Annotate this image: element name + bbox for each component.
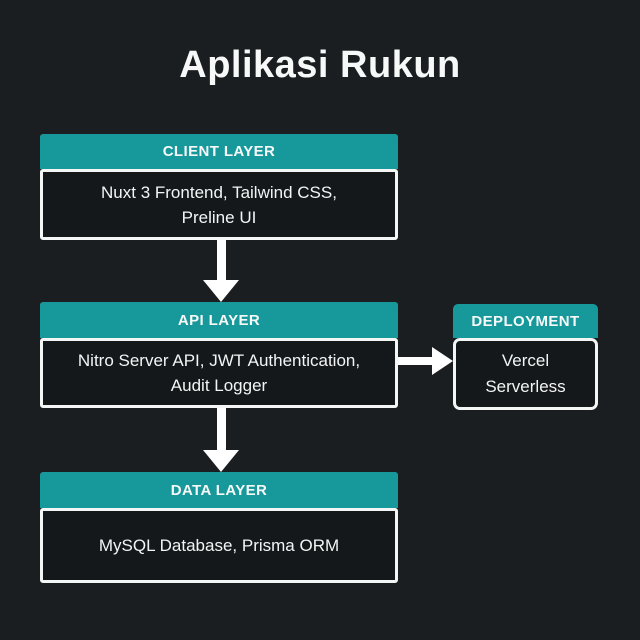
arrow-client-to-api-shaft: [217, 240, 226, 281]
data-layer-block: DATA LAYER MySQL Database, Prisma ORM: [40, 472, 398, 583]
api-layer-body-line-2: Audit Logger: [170, 376, 268, 395]
arrow-down-icon: [203, 450, 239, 472]
data-layer-body: MySQL Database, Prisma ORM: [40, 508, 398, 583]
api-layer-body-line-1: Nitro Server API, JWT Authentication,: [77, 351, 361, 370]
arrow-api-to-data-shaft: [217, 408, 226, 451]
deployment-body: Vercel Serverless: [453, 338, 598, 410]
deployment-header: DEPLOYMENT: [453, 304, 598, 338]
api-layer-block: API LAYER Nitro Server API, JWT Authenti…: [40, 302, 398, 408]
deployment-body-line-2: Serverless: [485, 377, 566, 396]
client-layer-header: CLIENT LAYER: [40, 134, 398, 169]
data-layer-body-line-1: MySQL Database, Prisma ORM: [98, 536, 340, 555]
deployment-block: DEPLOYMENT Vercel Serverless: [453, 304, 598, 410]
api-layer-body: Nitro Server API, JWT Authentication, Au…: [40, 338, 398, 408]
client-layer-body-line-1: Nuxt 3 Frontend, Tailwind CSS,: [101, 182, 337, 202]
data-layer-header: DATA LAYER: [40, 472, 398, 508]
client-layer-block: CLIENT LAYER Nuxt 3 Frontend, Tailwind C…: [40, 134, 398, 240]
arrow-right-icon: [432, 347, 453, 375]
client-layer-body: Nuxt 3 Frontend, Tailwind CSS, Preline U…: [40, 169, 398, 240]
client-layer-body-line-2: Preline UI: [181, 207, 257, 227]
arrow-down-icon: [203, 280, 239, 302]
page-title: Aplikasi Rukun: [179, 44, 461, 86]
deployment-body-line-1: Vercel: [501, 351, 550, 370]
api-layer-header: API LAYER: [40, 302, 398, 338]
arrow-api-to-deployment-shaft: [398, 357, 433, 365]
